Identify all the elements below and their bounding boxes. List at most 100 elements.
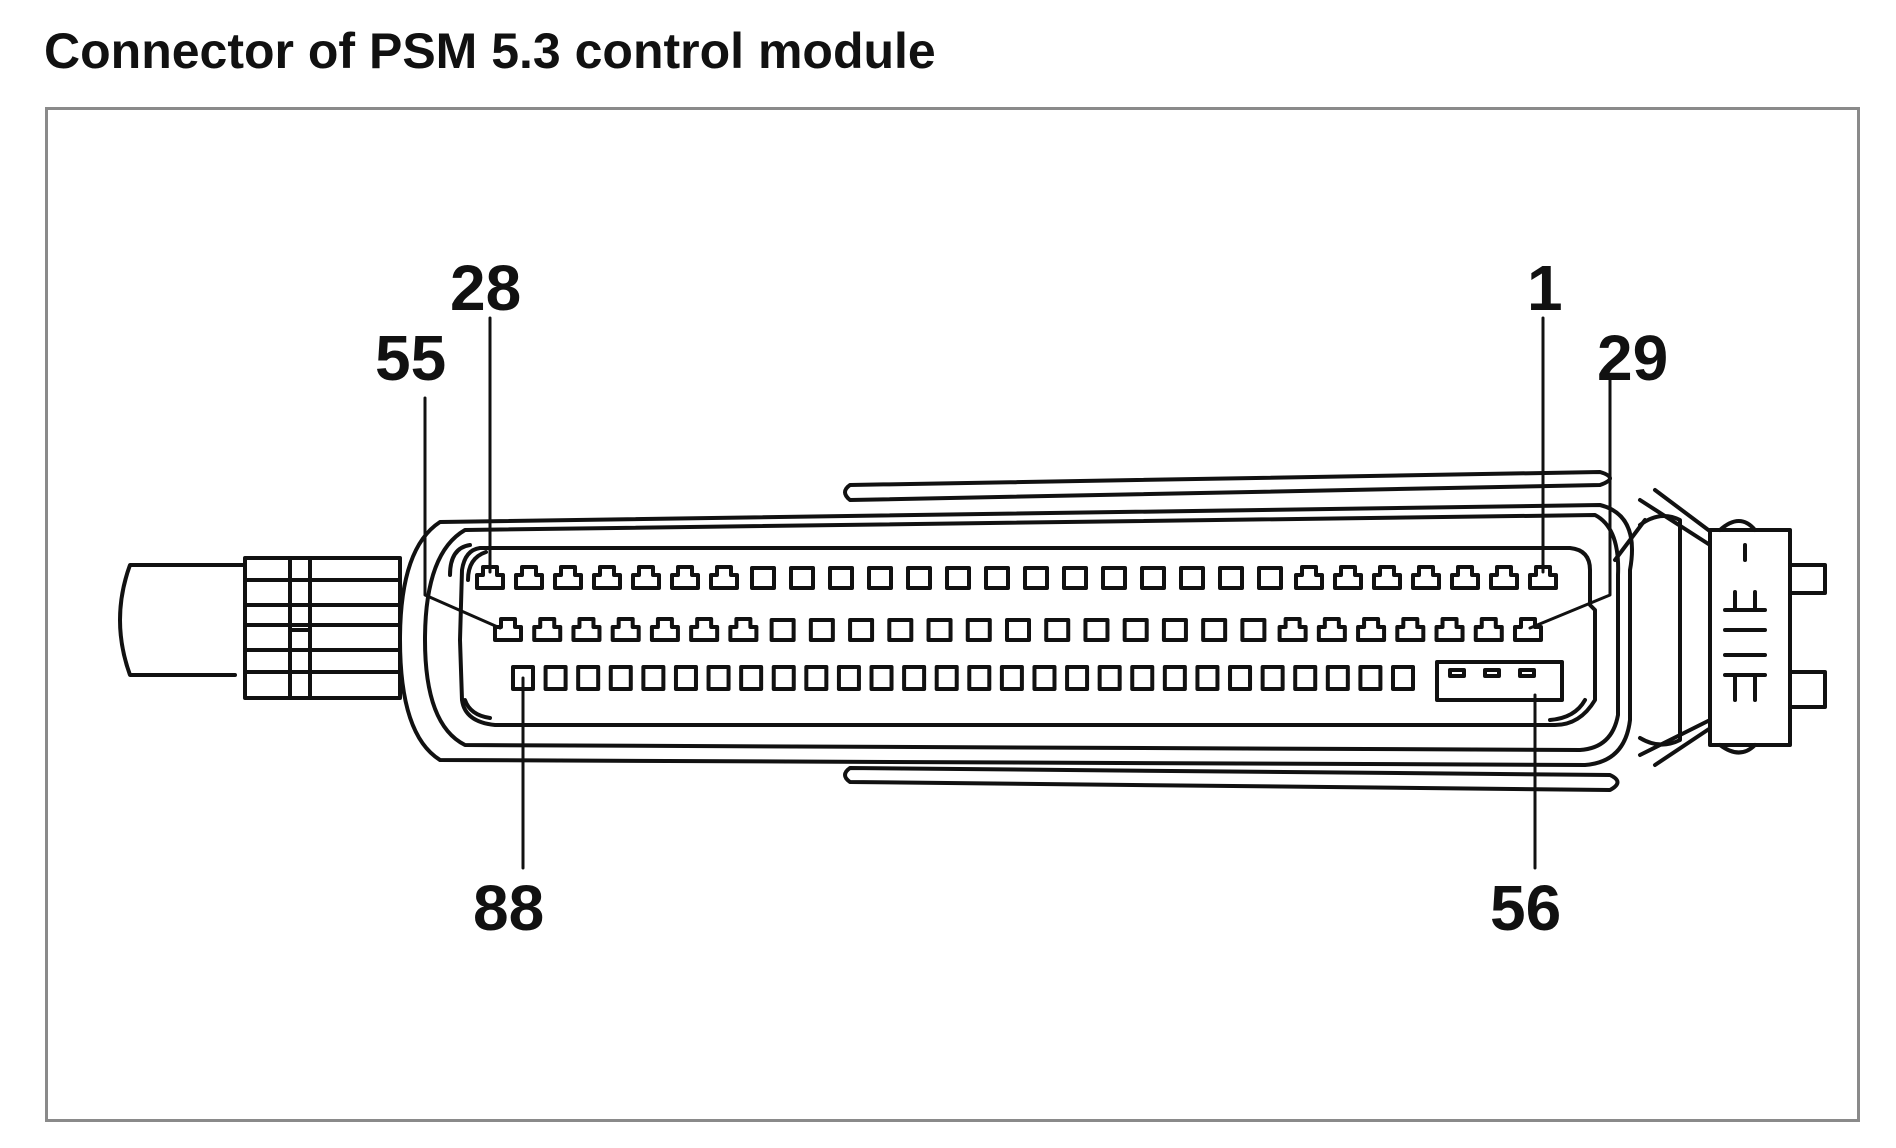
pin-terminal [789,566,815,590]
pin-terminal [967,665,992,691]
pin-terminal [1450,565,1480,590]
pin-terminal [1083,618,1110,642]
page-title: Connector of PSM 5.3 control module [44,23,936,79]
pin-terminal [902,665,927,691]
pin-terminal [769,618,796,642]
pin-terminal [1228,665,1253,691]
pin-terminal [1218,566,1244,590]
pin-terminal [1257,566,1283,590]
pin-terminal [1023,566,1049,590]
pin-terminal [926,618,953,642]
pin-terminal [869,665,894,691]
pin-terminal [673,665,698,691]
pin-row-1 [475,565,1558,590]
pin-terminal [1130,665,1155,691]
pin-terminal [670,565,700,590]
pin-terminal [804,665,829,691]
pin-terminal [631,565,661,590]
guide-rails [843,470,1620,792]
pin-terminal [848,618,875,642]
pin-terminal [1316,617,1347,642]
pin-terminal [1395,617,1426,642]
pin-terminal [571,617,602,642]
pin-terminal [1277,617,1308,642]
pin-terminal [999,665,1024,691]
pin-terminal [739,665,764,691]
leader-line-29 [1528,376,1612,630]
pin-terminal [728,617,759,642]
pin-label-88: 88 [473,872,544,944]
pin-terminal [1195,665,1220,691]
pin-terminal [610,617,641,642]
pin-terminal [1162,665,1187,691]
pin-label-55: 55 [375,322,446,394]
pin-terminal [1065,665,1090,691]
pin-terminal [475,565,505,590]
pin-terminal [836,665,861,691]
connector-housing [398,503,1682,767]
pin-terminal [608,665,633,691]
pin-terminal [576,665,601,691]
pin-terminal [689,617,720,642]
pin-label-56: 56 [1490,872,1561,944]
cable [118,556,402,700]
pin-label-28: 28 [450,252,521,324]
pin-terminal [867,566,893,590]
pin-terminal [1293,665,1318,691]
pin-label-1: 1 [1527,252,1563,324]
pin-terminal [543,665,568,691]
pin-terminal [945,566,971,590]
pin-terminal [1358,665,1383,691]
leader-line-55 [423,396,502,630]
pin-terminal [1097,665,1122,691]
special-terminal-block [1435,660,1564,702]
pin-terminal [808,618,835,642]
pin-terminal [1391,665,1415,691]
pin-terminal [1005,618,1031,642]
pin-terminal [984,566,1010,590]
pin-terminal [1201,618,1228,642]
pin-terminal [934,665,959,691]
pin-terminal [1140,566,1166,590]
pin-row-3 [511,665,1415,691]
pin-terminal [1356,617,1387,642]
pin-terminal [641,665,666,691]
pin-row-2 [493,617,1543,642]
pin-terminal [1513,617,1543,642]
pin-terminal [592,565,622,590]
locking-latch [1638,488,1827,767]
pin-terminal [828,566,854,590]
pin-terminal [709,565,739,590]
pin-terminal [1161,618,1188,642]
pin-terminal [1333,565,1363,590]
pin-terminal [553,565,583,590]
pin-terminal [906,566,932,590]
pin-terminal [1434,617,1465,642]
pin-terminal [1489,565,1519,590]
pin-terminal [1122,618,1149,642]
pin-terminal [1101,566,1127,590]
pin-terminal [1179,566,1205,590]
pin-terminal [1411,565,1441,590]
pin-terminal [965,618,992,642]
pin-terminal [532,617,563,642]
pin-bay [458,546,1597,727]
pin-terminal [1294,565,1324,590]
pin-terminal [1240,618,1267,642]
pin-terminal [1062,566,1088,590]
pin-terminal [1044,618,1071,642]
pin-terminal [771,665,796,691]
pin-terminal [887,618,914,642]
pin-terminal [750,566,776,590]
pin-terminal [514,565,544,590]
pin-terminal [1260,665,1285,691]
pin-terminal [649,617,680,642]
pin-terminal [706,665,731,691]
pin-terminal [1032,665,1057,691]
pin-terminal [1372,565,1402,590]
pin-terminal [1325,665,1350,691]
pin-terminal [1473,617,1504,642]
pin-terminal [1528,565,1558,590]
pin-label-29: 29 [1597,322,1668,394]
